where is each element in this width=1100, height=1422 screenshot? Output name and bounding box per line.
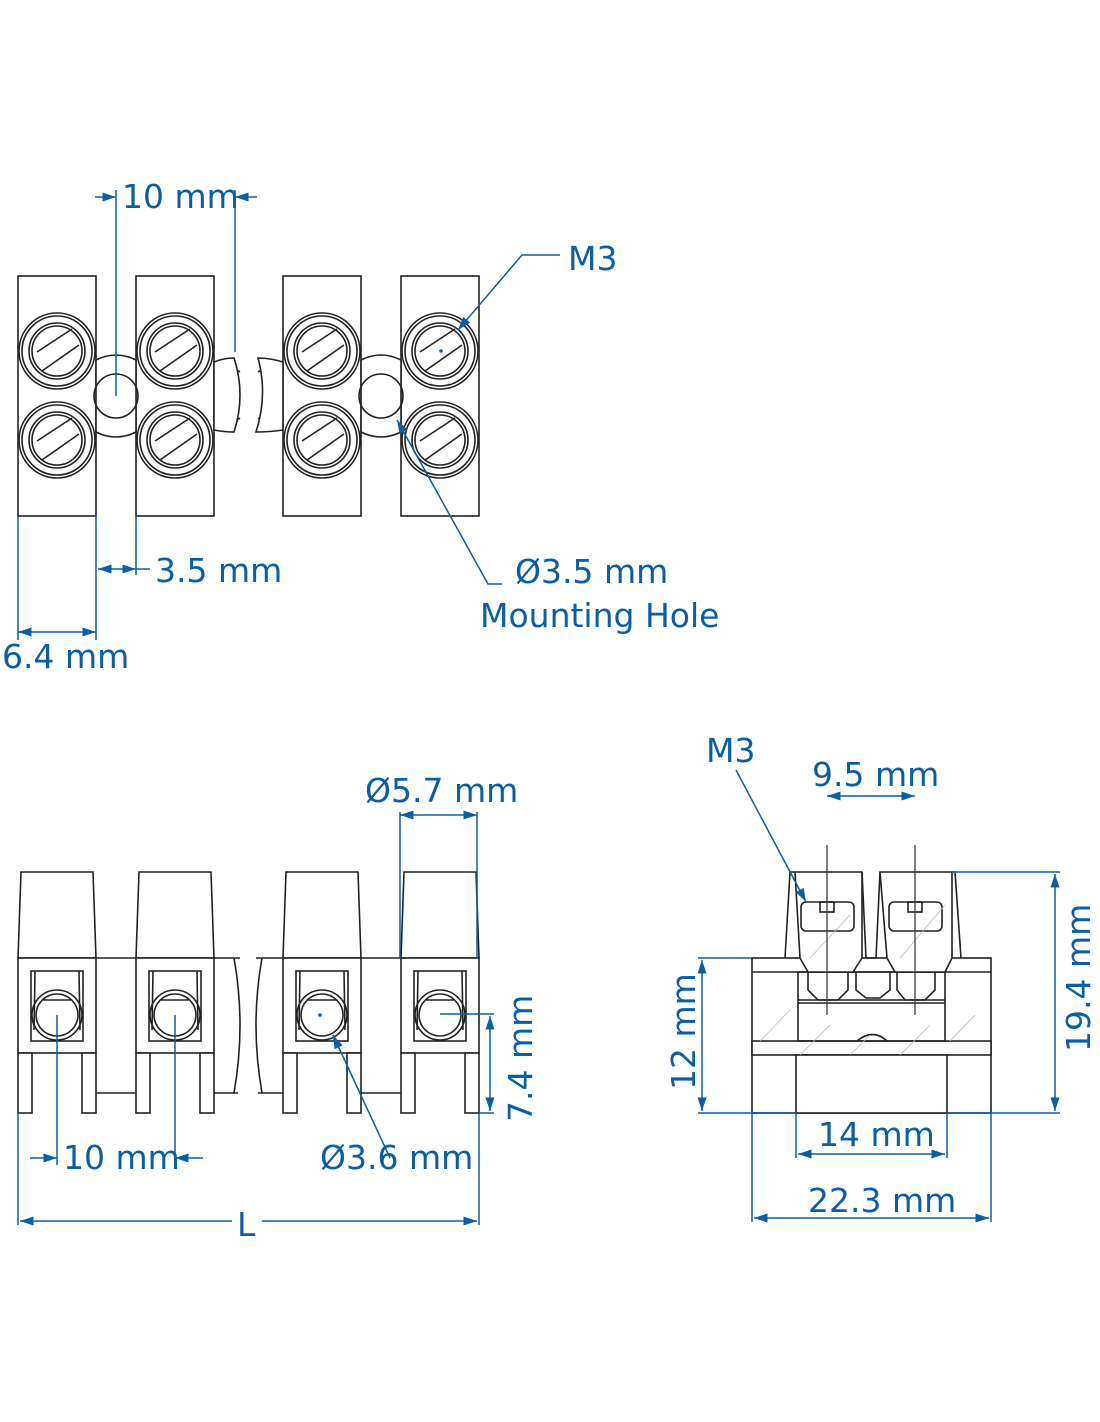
dim-gap: 3.5 mm <box>155 551 282 590</box>
front-view <box>17 871 480 1114</box>
dim-hole-diameter: Ø3.5 mm <box>515 552 668 591</box>
screw-icon <box>283 401 361 479</box>
dim-total-height: 19.4 mm <box>1059 904 1098 1052</box>
terminal-block-top <box>282 275 362 517</box>
screw-icon <box>136 401 214 479</box>
dim-wire-hole: Ø3.6 mm <box>320 1138 473 1177</box>
terminal-block-top <box>400 275 480 517</box>
dim-body-height: 12 mm <box>664 973 703 1090</box>
terminal-block-front <box>400 871 480 1114</box>
dim-total-width: 22.3 mm <box>808 1181 956 1220</box>
wire-entry-icon <box>414 989 466 1041</box>
dim-block-width: 6.4 mm <box>2 637 129 676</box>
dim-base-width: 14 mm <box>818 1115 935 1154</box>
break-right <box>254 357 284 433</box>
dimensions: 10 mm M3 3.5 mm 6.4 mm Ø3.5 mm Mounting … <box>2 177 1098 1244</box>
terminal-block-top <box>135 275 215 517</box>
dim-length: L <box>237 1205 256 1244</box>
screw-icon <box>18 312 96 390</box>
screw-icon <box>136 312 214 390</box>
dim-screw-spacing: 9.5 mm <box>812 755 939 794</box>
terminal-block-front <box>282 871 362 1114</box>
label-top-m3: M3 <box>568 239 617 278</box>
break-left <box>213 357 241 433</box>
dim-top-pitch: 10 mm <box>122 177 239 216</box>
wire-entry-icon <box>296 989 348 1041</box>
screw-clamp-left <box>794 871 863 973</box>
bridge-right <box>360 354 402 438</box>
terminal-block-front <box>17 871 97 1114</box>
terminal-block-top <box>17 275 97 517</box>
label-mounting-hole: Mounting Hole <box>480 596 719 635</box>
label-side-m3: M3 <box>706 731 755 770</box>
dim-front-pitch: 10 mm <box>63 1138 180 1177</box>
mounting-hole-right <box>358 373 404 419</box>
screw-icon <box>283 312 361 390</box>
side-view <box>751 845 992 1114</box>
dim-top-diameter: Ø5.7 mm <box>365 771 518 810</box>
dim-hole-height: 7.4 mm <box>501 995 540 1122</box>
screw-icon <box>401 401 479 479</box>
top-view <box>17 275 480 517</box>
screw-icon <box>18 401 96 479</box>
side-base <box>795 1054 948 1114</box>
terminal-block-front <box>135 871 215 1114</box>
